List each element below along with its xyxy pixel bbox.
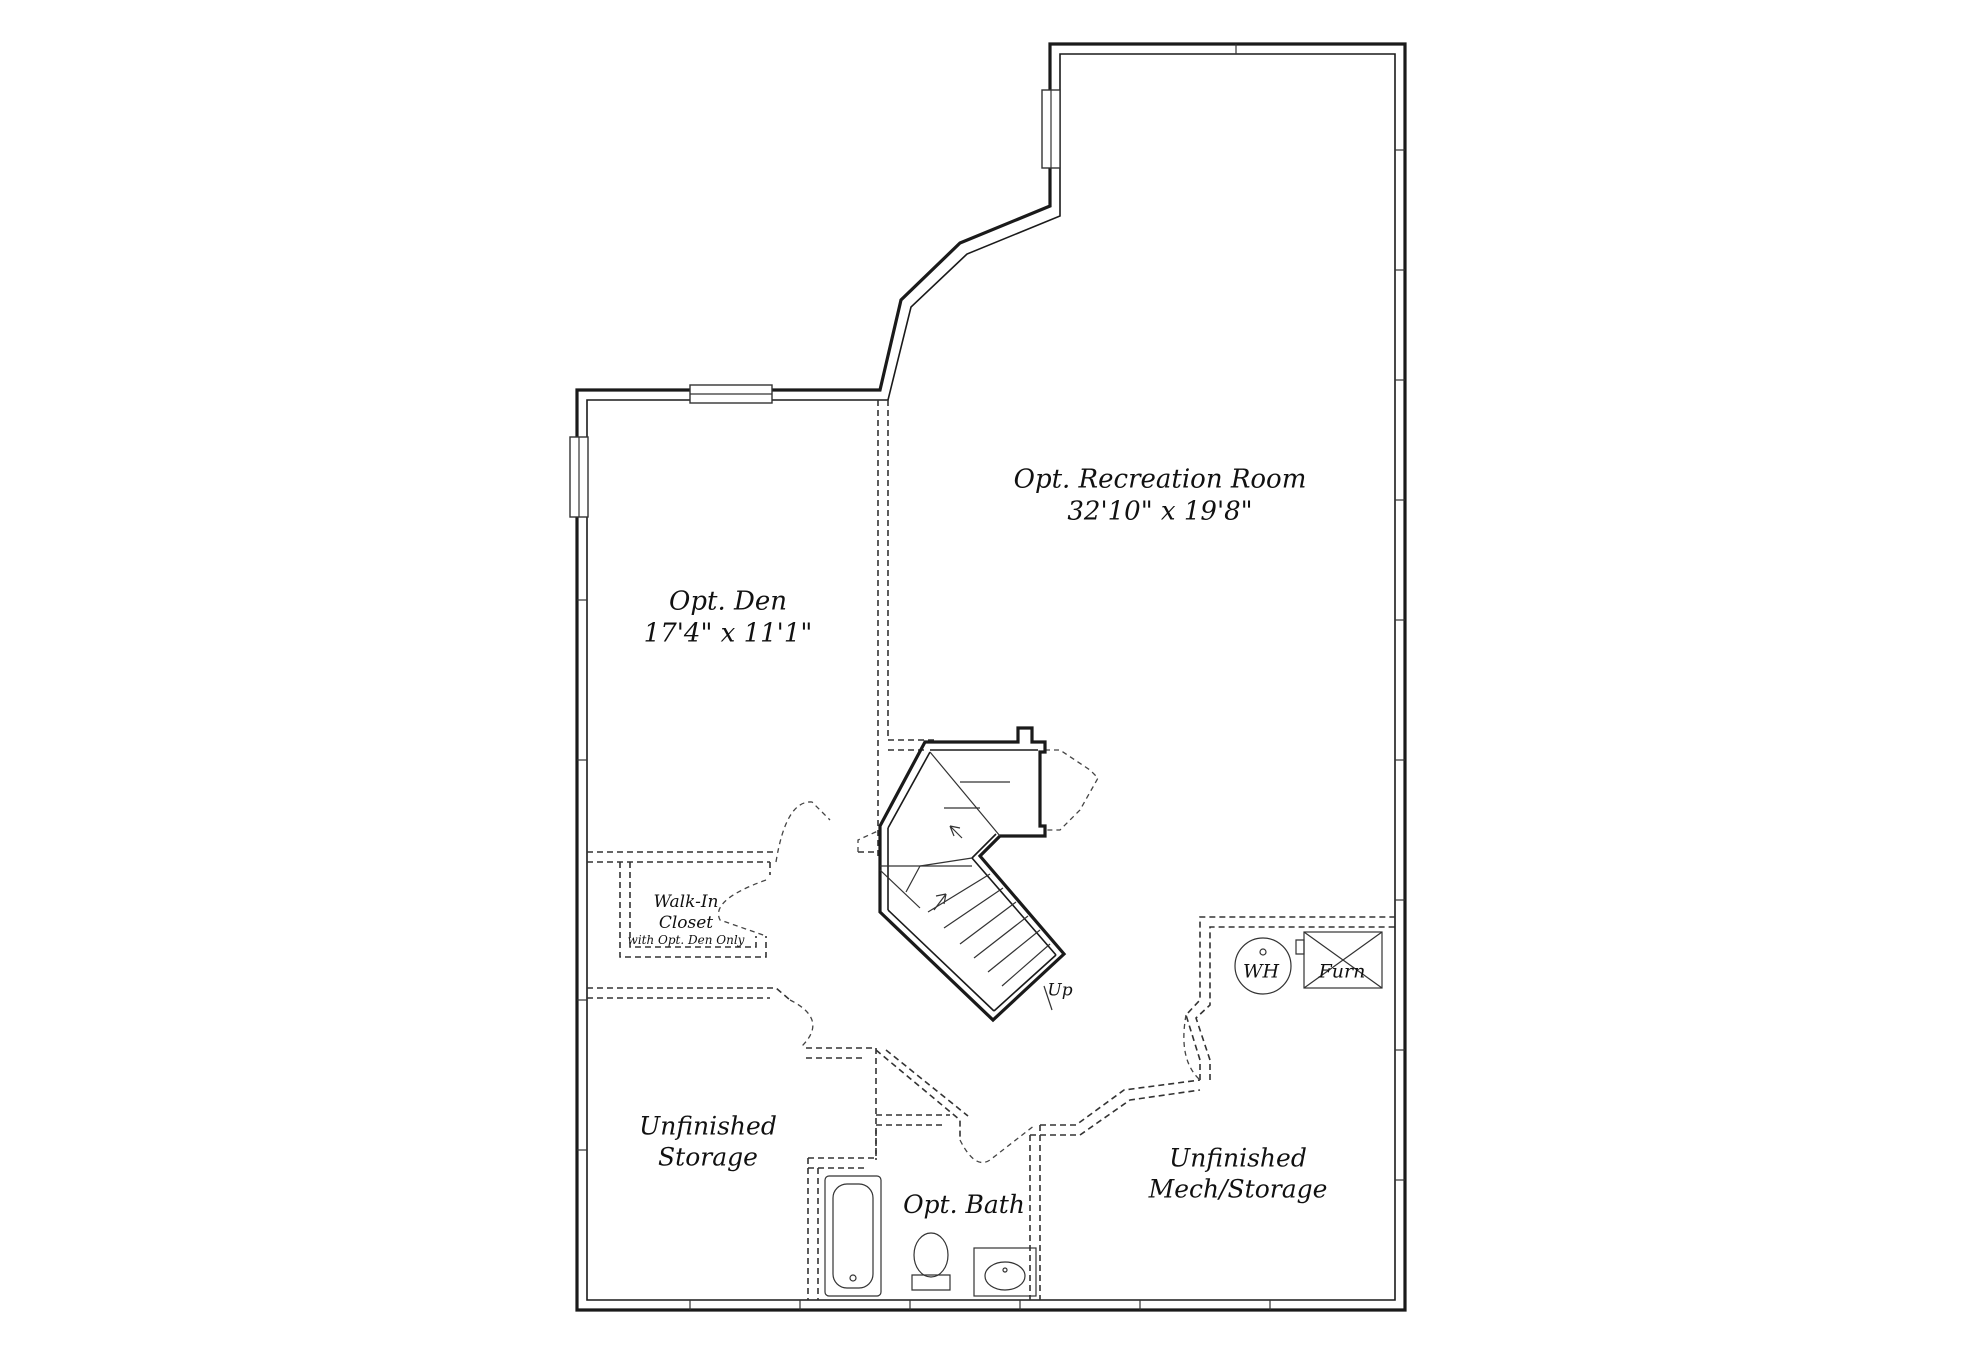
label-unfinished-mech-storage: Unfinished Mech/Storage bbox=[1149, 1144, 1328, 1205]
mech-fixtures bbox=[1234, 931, 1383, 995]
mech-line2: Mech/Storage bbox=[1148, 1174, 1328, 1203]
door-den bbox=[775, 801, 831, 863]
door-closet bbox=[717, 879, 767, 937]
label-unfinished-storage: Unfinished Storage bbox=[639, 1112, 777, 1173]
bath-fixtures bbox=[824, 1175, 1037, 1297]
toilet-symbol bbox=[911, 1274, 951, 1291]
sink-counter-symbol bbox=[973, 1247, 1037, 1297]
door-mech bbox=[1183, 1014, 1201, 1081]
bath-name: Opt. Bath bbox=[903, 1189, 1025, 1219]
storage-line1: Unfinished bbox=[639, 1111, 777, 1141]
windows bbox=[569, 89, 1061, 518]
doors bbox=[717, 749, 1201, 1164]
closet-line2: Closet bbox=[658, 912, 714, 933]
storage-line2: Storage bbox=[658, 1142, 758, 1171]
recreation-room-size: 32'10" x 19'8" bbox=[1067, 496, 1253, 526]
bathtub-symbol bbox=[824, 1175, 882, 1297]
den-size: 17'4" x 11'1" bbox=[643, 618, 813, 648]
closet-line1: Walk-In bbox=[653, 891, 719, 912]
label-den: Opt. Den 17'4" x 11'1" bbox=[644, 586, 813, 649]
mech-line1: Unfinished bbox=[1169, 1143, 1307, 1173]
door-bath bbox=[959, 1124, 1036, 1164]
door-storage bbox=[789, 999, 814, 1049]
label-opt-bath: Opt. Bath bbox=[903, 1190, 1025, 1221]
furnace-symbol bbox=[1303, 931, 1383, 989]
interior-walls bbox=[587, 400, 1395, 1300]
label-furnace: Furn bbox=[1318, 960, 1366, 983]
label-water-heater: WH bbox=[1242, 960, 1280, 983]
door-den-hall bbox=[857, 829, 881, 852]
wall-ticks bbox=[577, 44, 1405, 1310]
label-walk-in-closet: Walk-In Closet with Opt. Den Only bbox=[628, 892, 745, 948]
label-stair-up: Up bbox=[1047, 980, 1073, 1001]
stair bbox=[878, 726, 1067, 1023]
door-stair bbox=[1045, 749, 1099, 831]
den-name: Opt. Den bbox=[669, 586, 787, 617]
label-recreation-room: Opt. Recreation Room 32'10" x 19'8" bbox=[1014, 464, 1307, 527]
recreation-room-name: Opt. Recreation Room bbox=[1013, 464, 1307, 495]
closet-note: with Opt. Den Only bbox=[627, 933, 745, 948]
water-heater-symbol bbox=[1234, 937, 1292, 995]
